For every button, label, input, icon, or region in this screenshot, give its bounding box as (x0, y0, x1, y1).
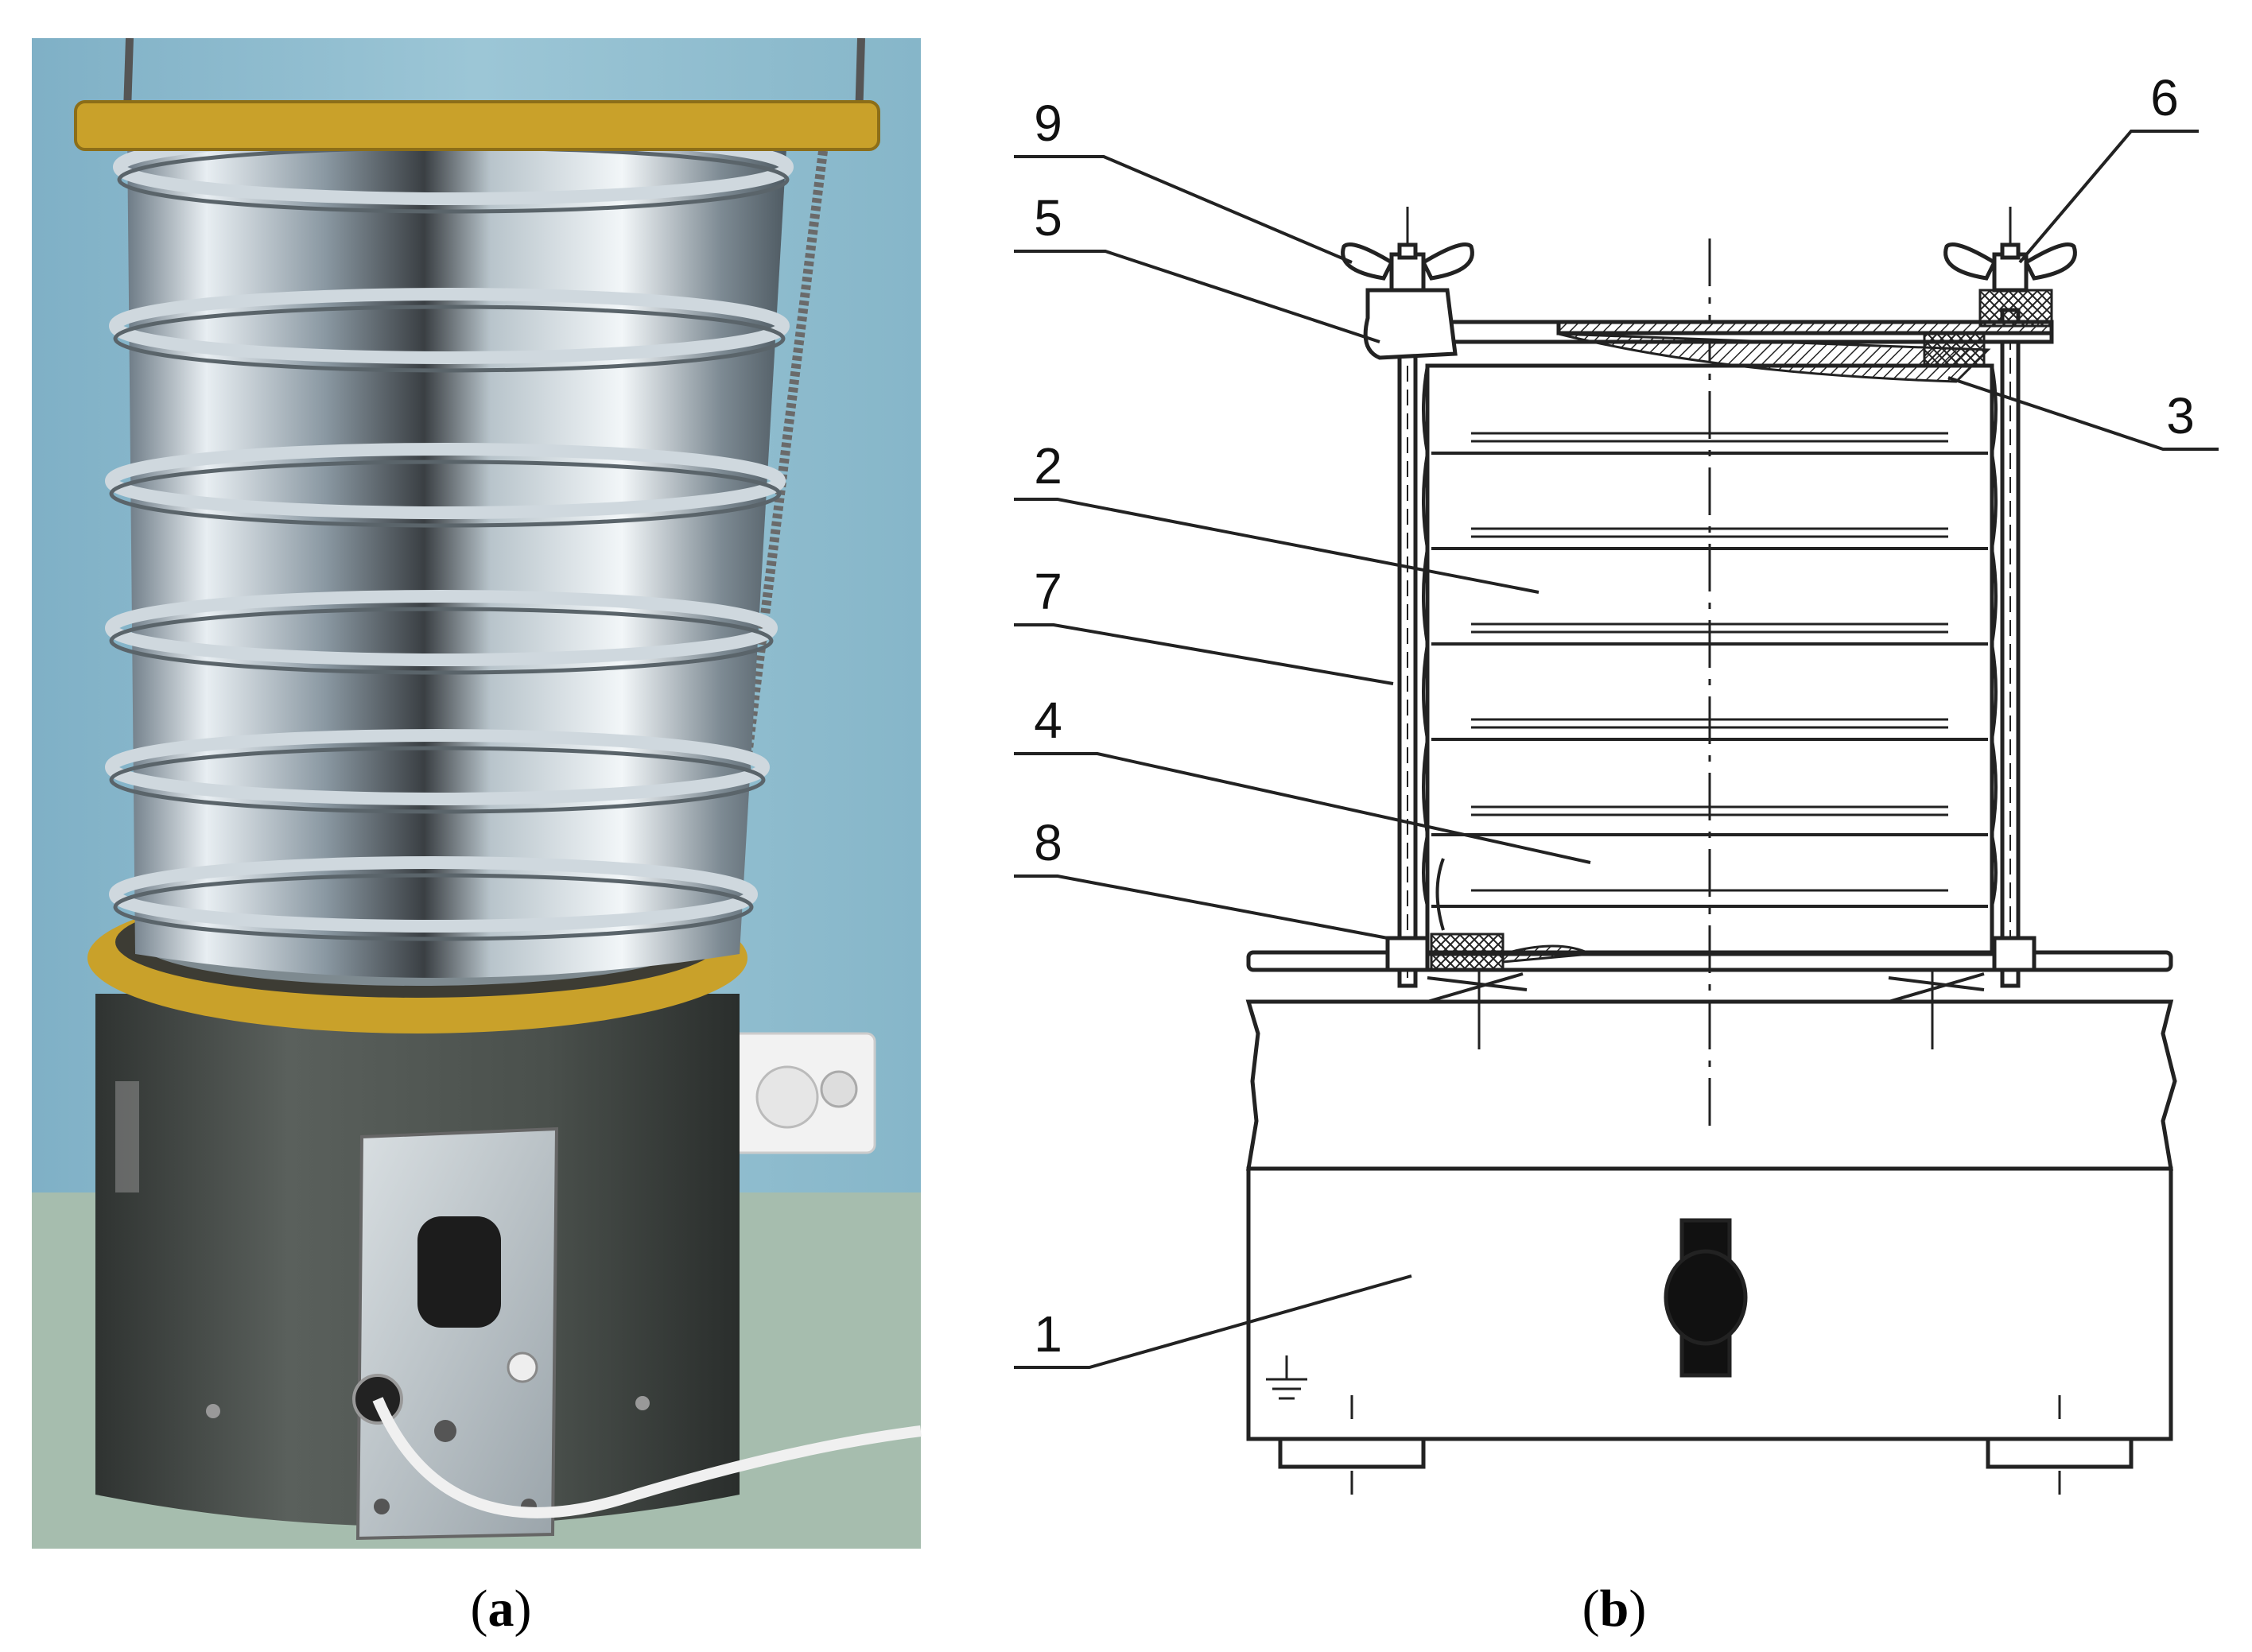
spring-right (1888, 972, 1985, 1003)
clamp-block-left (1363, 288, 1458, 360)
caption-a-letter: a (488, 1580, 514, 1638)
top-clamp-bar (74, 100, 880, 151)
leader-6 (2018, 130, 2199, 264)
leader-7 (1014, 623, 1394, 685)
left-rod (123, 37, 134, 112)
leader-4 (1014, 752, 1591, 864)
drawing-panel (1245, 207, 2177, 1495)
caption-b: (b) (1582, 1580, 1647, 1638)
callout-7: 7 (1034, 563, 1062, 620)
lid-rubber-pad (1923, 332, 1986, 367)
caption-b-close: ) (1629, 1580, 1646, 1638)
wing-nut-right (1943, 242, 2077, 293)
sieve-stack (127, 135, 787, 978)
leader-3 (1947, 376, 2219, 451)
svg-text:(b): (b) (1582, 1580, 1647, 1638)
leader-2 (1014, 498, 1540, 594)
timer-knob (417, 1216, 501, 1328)
spring-left (1427, 972, 1528, 1003)
sieve-levels (1431, 452, 1988, 908)
caption-a: (a) (471, 1580, 532, 1638)
callout-5: 5 (1034, 189, 1062, 246)
caption-a-open: ( (471, 1580, 488, 1638)
caption-b-letter: b (1600, 1580, 1629, 1638)
bottom-nut-right (1992, 936, 2037, 972)
leader-9 (1014, 155, 1353, 264)
callout-labels: 9 5 2 7 4 8 1 6 3 (1034, 69, 2195, 1363)
svg-text:(a): (a) (471, 1580, 532, 1638)
base-upper-body (1245, 999, 2177, 1171)
mesh-lines (1471, 432, 1948, 892)
ground-symbol (1266, 1355, 1307, 1400)
leader-5 (1014, 250, 1380, 343)
callout-4: 4 (1034, 692, 1062, 749)
control-plate (355, 1127, 559, 1541)
clamp-block-right (1978, 289, 2053, 328)
callout-8: 8 (1034, 814, 1062, 871)
sieve-rings (105, 129, 794, 933)
lid-gasket (1558, 332, 1991, 383)
caption-a-close: ) (514, 1580, 532, 1638)
leader-8 (1014, 874, 1388, 940)
callout-3: 3 (2166, 387, 2195, 444)
callout-6: 6 (2150, 69, 2179, 126)
callout-2: 2 (1034, 437, 1062, 494)
callout-9: 9 (1034, 95, 1062, 152)
leader-lines (1014, 130, 2219, 1369)
base-motor-body (1246, 1166, 2173, 1441)
leader-1 (1014, 1274, 1412, 1369)
bottom-nut-left (1385, 936, 1430, 972)
switch-knob (1664, 1249, 1748, 1346)
wing-nut-left (1341, 242, 1474, 293)
foot-right (1986, 1437, 2134, 1469)
photo-panel (32, 37, 922, 1549)
foot-left (1278, 1437, 1426, 1469)
callout-1: 1 (1034, 1305, 1062, 1363)
power-cable (372, 1397, 922, 1518)
caption-b-open: ( (1582, 1580, 1600, 1638)
